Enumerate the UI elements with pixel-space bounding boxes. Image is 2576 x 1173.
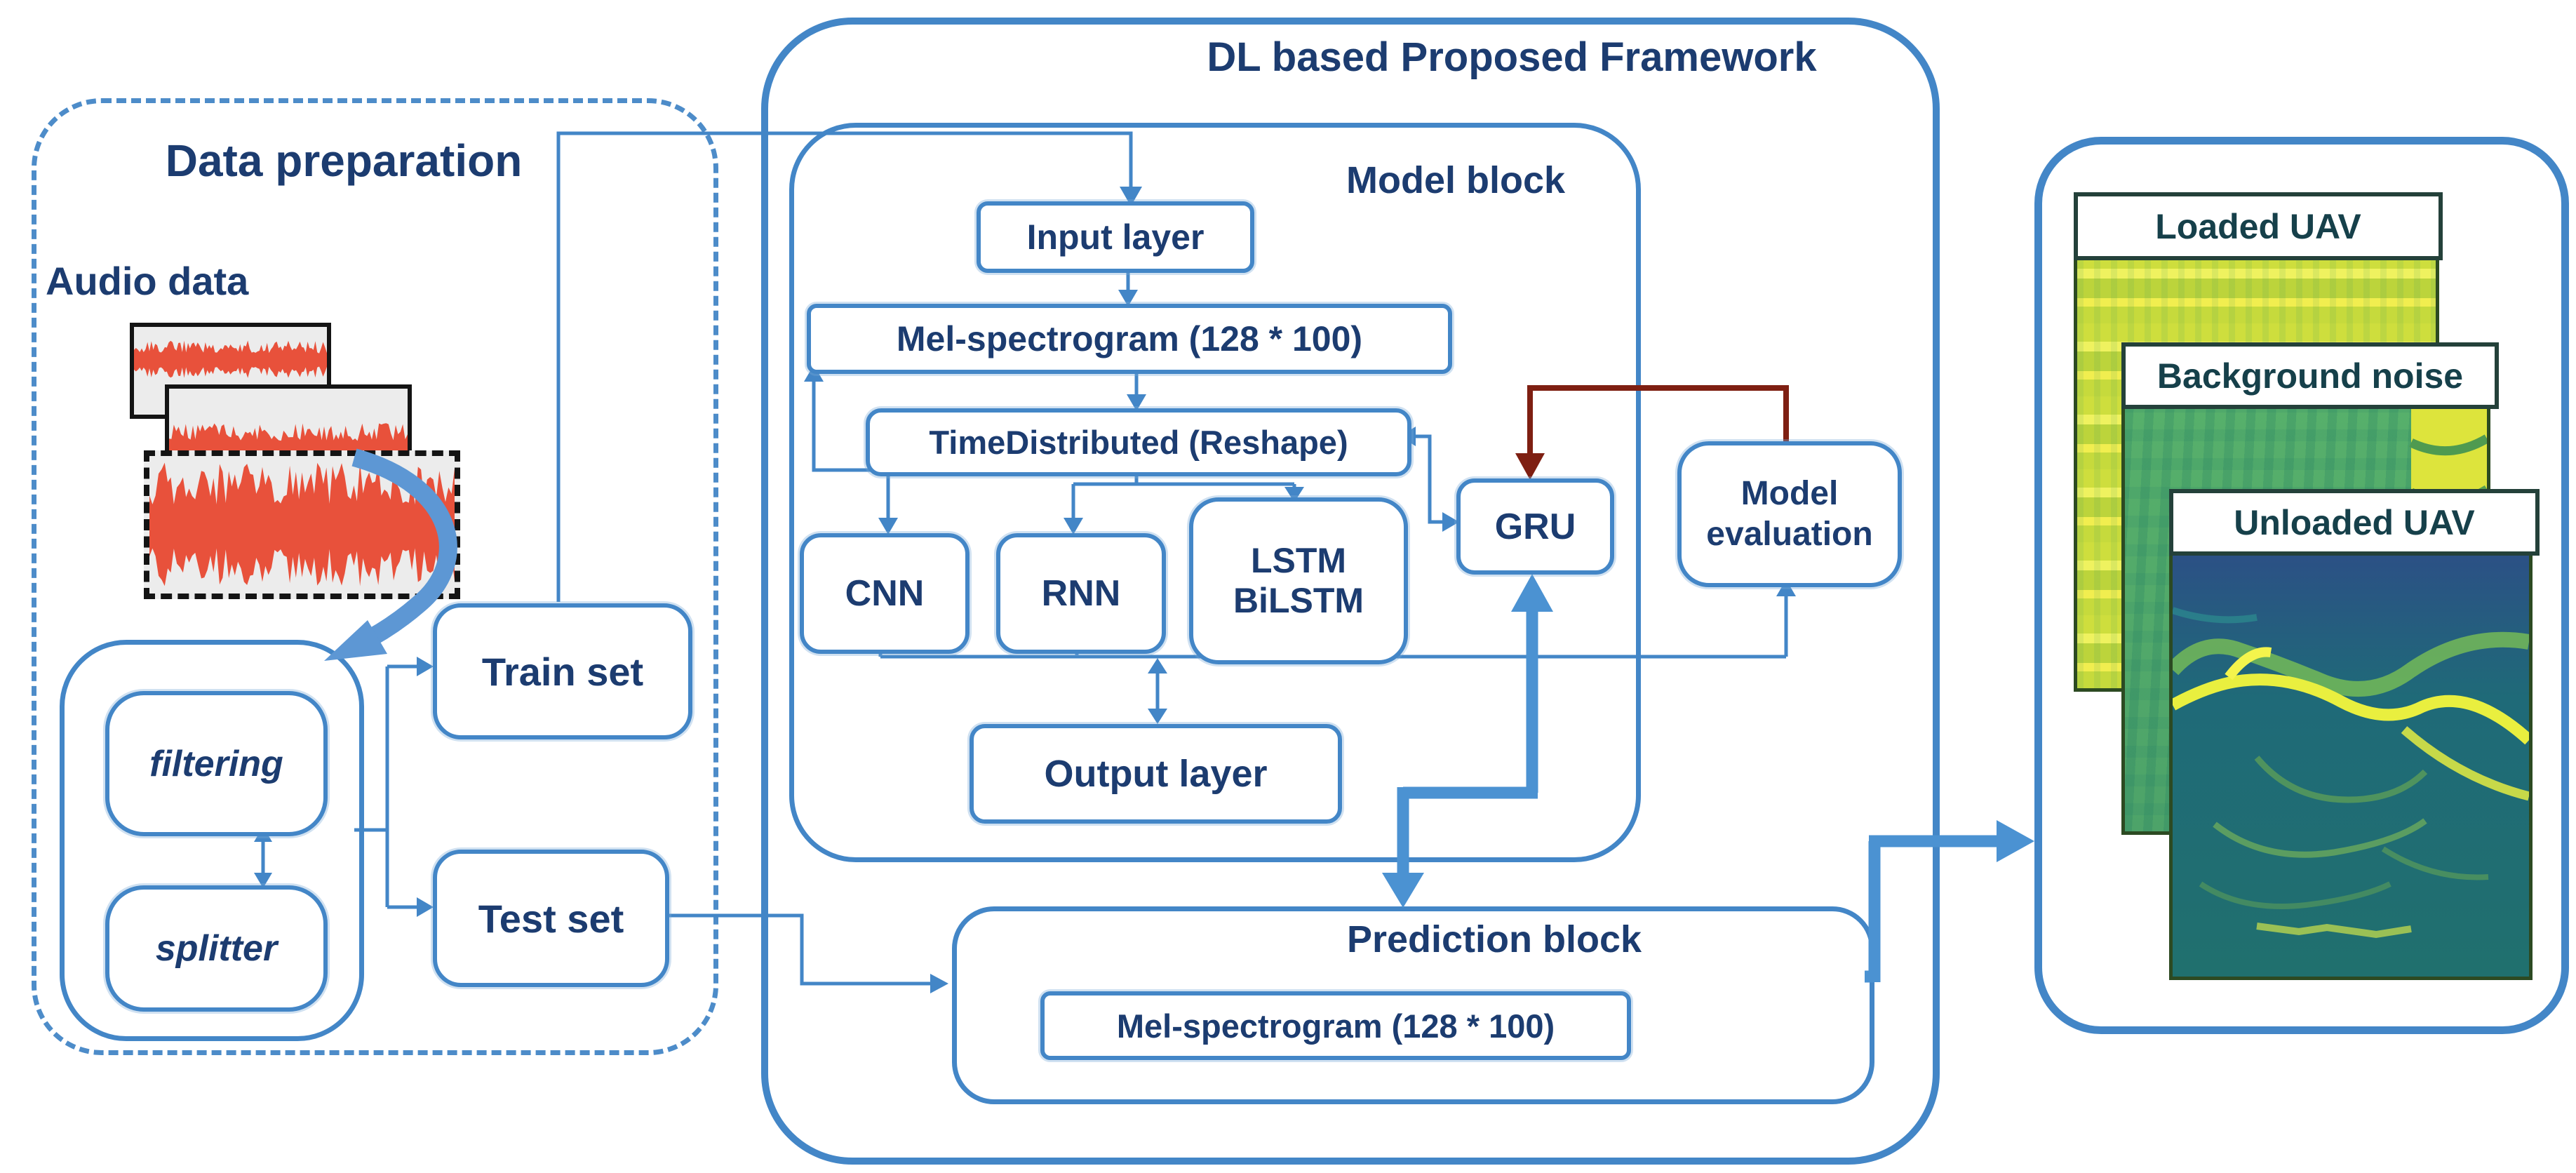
mel-spectrogram-box: Mel-spectrogram (128 * 100) (807, 304, 1452, 374)
test-set-label: Test set (478, 896, 624, 941)
model-block-title: Model block (1346, 159, 1566, 201)
waveform-icon (149, 462, 455, 586)
train-set-label: Train set (481, 649, 644, 694)
train-set-box: Train set (433, 603, 692, 739)
output-layer-box: Output layer (970, 724, 1342, 824)
rnn-label: RNN (1041, 573, 1121, 614)
rnn-box: RNN (996, 533, 1166, 654)
unloaded-uav-texture (2173, 547, 2529, 977)
splitter-box: splitter (105, 885, 328, 1012)
unloaded-uav-label: Unloaded UAV (2234, 502, 2475, 542)
prediction-mel-label: Mel-spectrogram (128 * 100) (1116, 1007, 1555, 1045)
bilstm-label: BiLSTM (1233, 581, 1364, 620)
model-evaluation-box: Model evaluation (1677, 441, 1902, 587)
cnn-box: CNN (800, 533, 970, 654)
arrowhead-into-results (1997, 820, 2034, 862)
background-noise-label: Background noise (2156, 356, 2464, 396)
filtering-label: filtering (149, 743, 283, 784)
unloaded-uav-label-box: Unloaded UAV (2169, 489, 2540, 556)
gru-box: GRU (1456, 478, 1614, 575)
background-noise-label-box: Background noise (2121, 342, 2499, 409)
audio-waveform-3 (144, 450, 460, 599)
test-set-box: Test set (433, 850, 669, 987)
model-evaluation-label-2: evaluation (1706, 516, 1873, 553)
loaded-uav-label: Loaded UAV (2155, 206, 2361, 246)
cnn-label: CNN (845, 573, 925, 614)
splitter-label: splitter (155, 928, 278, 969)
audio-data-label: Audio data (46, 259, 249, 303)
lstm-bilstm-box: LSTM BiLSTM (1189, 497, 1408, 664)
mel-spectrogram-label: Mel-spectrogram (128 * 100) (896, 319, 1363, 358)
prediction-block-container (952, 906, 1874, 1104)
framework-title: DL based Proposed Framework (1207, 34, 1817, 80)
filtering-box: filtering (105, 691, 328, 836)
output-layer-label: Output layer (1044, 753, 1268, 795)
results-container (2034, 137, 2569, 1034)
unloaded-uav-spectrogram (2169, 544, 2533, 980)
loaded-uav-label-box: Loaded UAV (2074, 192, 2443, 260)
waveform-icon (134, 340, 327, 378)
input-layer-label: Input layer (1026, 217, 1205, 257)
model-evaluation-label-1: Model (1740, 475, 1839, 513)
gru-label: GRU (1494, 506, 1576, 547)
time-distributed-label: TimeDistributed (Reshape) (929, 424, 1348, 461)
prediction-mel-spectrogram-box: Mel-spectrogram (128 * 100) (1040, 991, 1631, 1060)
time-distributed-box: TimeDistributed (Reshape) (866, 408, 1411, 476)
prediction-block-title: Prediction block (1346, 918, 1642, 960)
lstm-label: LSTM (1250, 540, 1347, 580)
input-layer-box: Input layer (977, 201, 1254, 273)
data-preparation-title: Data preparation (165, 135, 523, 186)
